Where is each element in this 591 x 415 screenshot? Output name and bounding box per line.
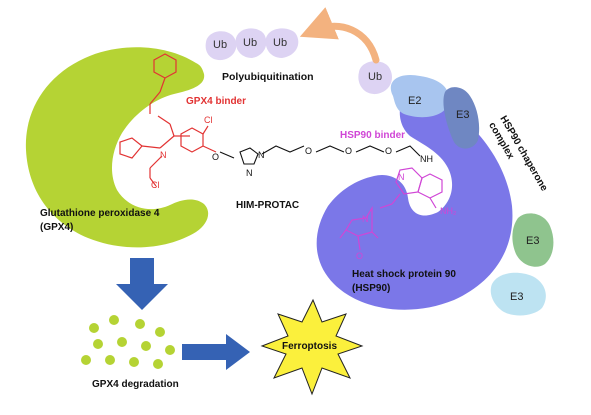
ub-label: Ub bbox=[273, 37, 287, 49]
n-atom: N bbox=[362, 214, 369, 224]
e3-green-enzyme bbox=[512, 213, 554, 267]
ferroptosis-burst bbox=[260, 298, 364, 396]
gpx4-name-line1: Glutathione peroxidase 4 bbox=[40, 208, 160, 219]
gpx4-binder-label: GPX4 binder bbox=[186, 96, 246, 107]
hsp90-name-line1: Heat shock protein 90 bbox=[352, 269, 456, 280]
e2-enzyme bbox=[390, 74, 449, 118]
nh-atom: NH bbox=[420, 154, 433, 164]
hsp90-protein-shape bbox=[316, 95, 513, 310]
cl-atom: Cl bbox=[204, 115, 213, 125]
polyubiquitination-label: Polyubiquitination bbox=[222, 71, 314, 83]
gpx4-fragments bbox=[81, 315, 175, 369]
degradation-label: GPX4 degradation bbox=[92, 379, 179, 390]
cl-atom: Cl bbox=[151, 180, 160, 190]
nh2-atom: NH₂ bbox=[440, 206, 457, 216]
gpx4-name-line2: (GPX4) bbox=[40, 222, 73, 233]
hsp90-name-line2: (HSP90) bbox=[352, 283, 390, 294]
ub-label: Ub bbox=[213, 39, 227, 51]
ub-bubble bbox=[265, 28, 299, 58]
ub-bubble-single bbox=[358, 61, 392, 95]
hsp90-binder-structure bbox=[339, 167, 443, 251]
hsp90-binder-label: HSP90 binder bbox=[340, 130, 405, 141]
gpx4-binder-structure bbox=[119, 53, 217, 187]
ub-label: Ub bbox=[368, 71, 382, 83]
n-atom: N bbox=[398, 172, 405, 182]
gpx4-protein-shape bbox=[25, 47, 209, 248]
n-atom: N bbox=[246, 168, 253, 178]
e3-light-enzyme bbox=[490, 272, 546, 316]
o-atom: O bbox=[212, 152, 219, 162]
e3-label: E3 bbox=[510, 291, 523, 303]
n-atom: N bbox=[160, 150, 167, 160]
ubiquitin-transfer-arrow bbox=[299, 7, 380, 64]
ub-bubble bbox=[235, 28, 267, 58]
o-atom: O bbox=[345, 146, 352, 156]
e3-label: E3 bbox=[526, 235, 539, 247]
e2-label: E2 bbox=[408, 95, 421, 107]
ferroptosis-label: Ferroptosis bbox=[282, 341, 337, 352]
ub-label: Ub bbox=[243, 37, 257, 49]
o-atom: O bbox=[305, 146, 312, 156]
degradation-arrow bbox=[116, 258, 168, 310]
him-protac-label: HIM-PROTAC bbox=[236, 200, 299, 211]
o-atom: O bbox=[356, 251, 363, 261]
ub-bubble bbox=[205, 31, 237, 61]
e3-dark-enzyme bbox=[443, 87, 480, 149]
ferroptosis-arrow bbox=[182, 334, 250, 370]
o-atom: O bbox=[385, 146, 392, 156]
n-atom: N bbox=[258, 150, 265, 160]
e3-label: E3 bbox=[456, 109, 469, 121]
protac-linker bbox=[219, 145, 421, 165]
